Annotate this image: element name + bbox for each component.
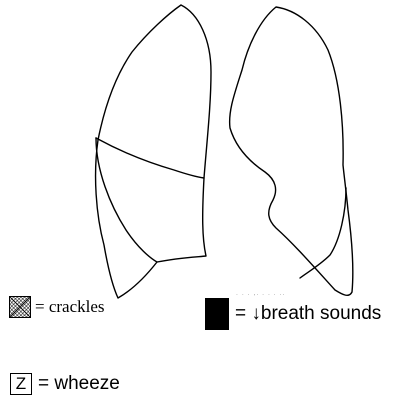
right-horizontal-fissure bbox=[96, 138, 204, 178]
filled-black-box-icon bbox=[205, 298, 229, 330]
legend-breath-sounds: = ↓breath sounds bbox=[205, 298, 381, 330]
left-lung-outline bbox=[230, 7, 353, 295]
right-oblique-fissure bbox=[96, 138, 157, 262]
legend-wheeze: Z = wheeze bbox=[10, 373, 120, 395]
crosshatch-box-icon bbox=[9, 296, 31, 318]
right-lung-outline bbox=[96, 5, 211, 298]
faint-scan-artifact: . . . ,. . . . .. bbox=[236, 290, 285, 297]
legend-crackles: = crackles bbox=[9, 296, 105, 318]
left-oblique-fissure bbox=[300, 188, 346, 278]
wheeze-z-box-icon: Z bbox=[10, 373, 32, 395]
legend-breath-sounds-label: = ↓breath sounds bbox=[235, 303, 381, 325]
legend-wheeze-label: = wheeze bbox=[38, 373, 120, 395]
legend-crackles-label: = crackles bbox=[35, 297, 105, 317]
